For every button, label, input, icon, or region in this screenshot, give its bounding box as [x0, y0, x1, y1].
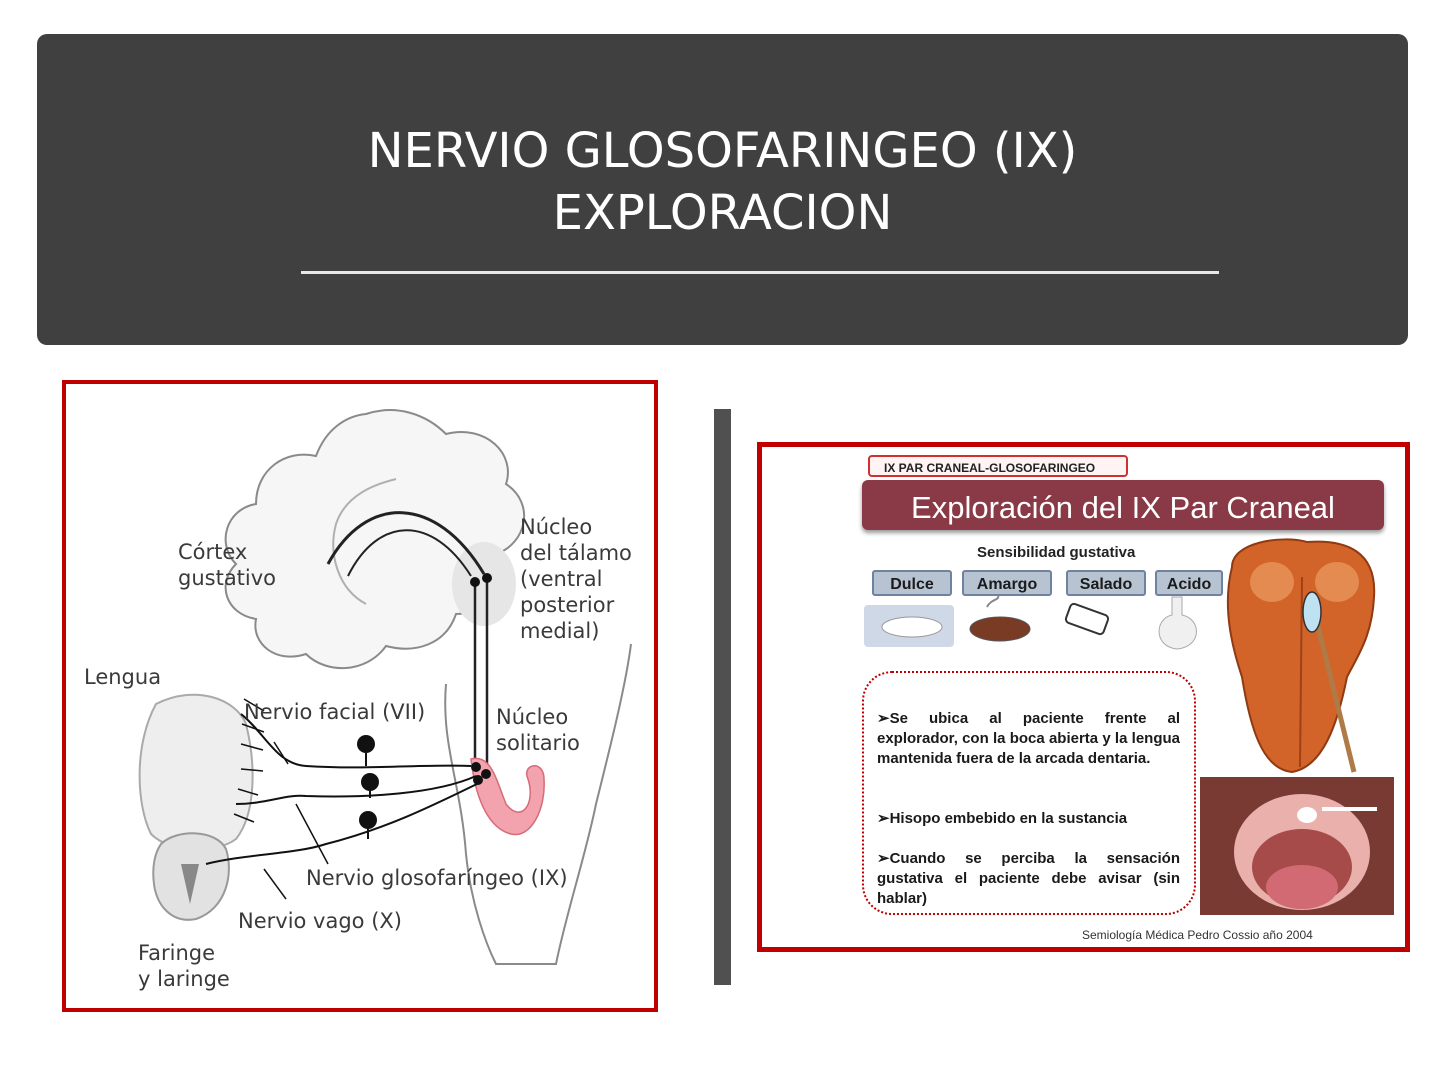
label-solitary-1: Núcleo: [496, 705, 568, 729]
salt-shaker-image: [1064, 602, 1110, 636]
brain-inner-fold: [332, 478, 397, 605]
label-thalamus-2: del tálamo: [520, 541, 632, 565]
title-underline: [301, 271, 1219, 274]
facial-nerve-path: [240, 713, 472, 769]
sensibilidad-heading: Sensibilidad gustativa: [977, 544, 1136, 561]
vertical-divider: [714, 409, 731, 985]
geniculate-ganglion: [357, 735, 375, 753]
page-title: NERVIO GLOSOFARINGEO (IX) EXPLORACION: [37, 120, 1408, 244]
coffee-cup-image: [969, 616, 1031, 642]
thalamocortical-arc-inner: [347, 529, 472, 577]
title-banner: NERVIO GLOSOFARINGEO (IX) EXPLORACION: [37, 34, 1408, 345]
label-cortex-1: Córtex: [178, 540, 247, 564]
label-solitary-2: solitario: [496, 731, 580, 755]
thalamus-region: [452, 542, 516, 626]
petrosal-ganglion: [361, 773, 379, 791]
swab-stick: [1314, 621, 1357, 773]
thalamus-node-2: [482, 573, 492, 583]
instruction-3: ➢Cuando se perciba la sensación gustativ…: [877, 850, 1180, 907]
label-thalamus-4: posterior: [520, 593, 615, 617]
label-thalamus-5: medial): [520, 619, 599, 643]
solitary-nucleus: [470, 757, 545, 836]
taste-label-amargo: Amargo: [962, 570, 1052, 596]
thalamocortical-arc: [326, 511, 486, 575]
label-thalamus-3: (ventral: [520, 567, 602, 591]
pathway-illustration: Córtex gustativo Núcleo del tálamo (vent…: [84, 409, 632, 991]
title-line-1: NERVIO GLOSOFARINGEO (IX): [367, 123, 1078, 179]
instruction-2: ➢Hisopo embebido en la sustancia: [877, 810, 1128, 827]
label-vagus: Nervio vago (X): [238, 909, 402, 933]
label-tongue: Lengua: [84, 665, 161, 689]
nodose-ganglion: [359, 811, 377, 829]
slide-illustrations: [864, 538, 1394, 915]
glossopharyngeal-nerve-path: [235, 775, 477, 805]
brainstem-shape: [444, 643, 632, 965]
thalamus-node-1: [470, 577, 480, 587]
label-pharynx-2: y laringe: [138, 967, 230, 991]
label-facial-nerve: Nervio facial (VII): [244, 700, 425, 724]
title-line-2: EXPLORACION: [552, 185, 893, 241]
taste-pathway-diagram: Córtex gustativo Núcleo del tálamo (vent…: [62, 380, 658, 1012]
vinegar-bottle-image: [1158, 596, 1197, 650]
brain-cortex-shape: [224, 409, 525, 670]
slide-tag: IX PAR CRANEAL-GLOSOFARINGEO: [868, 455, 1128, 477]
source-footer: Semiología Médica Pedro Cossio año 2004: [1082, 928, 1313, 942]
label-pharynx-1: Faringe: [138, 941, 215, 965]
instruction-1: ➢Se ubica al paciente frente al explorad…: [877, 710, 1180, 767]
slide-title: Exploración del IX Par Craneal: [911, 490, 1335, 525]
tongue-shape: [138, 693, 254, 851]
exploration-slide: IX PAR CRANEAL-GLOSOFARINGEO Exploración…: [757, 442, 1410, 952]
taste-label-salado: Salado: [1066, 570, 1146, 596]
label-glossopharyngeal: Nervio glosofaríngeo (IX): [306, 866, 568, 890]
slide-title-box: Exploración del IX Par Craneal: [862, 480, 1384, 530]
taste-label-acido: Acido: [1155, 570, 1223, 596]
taste-label-dulce: Dulce: [872, 570, 952, 596]
swab-tip: [1302, 591, 1322, 633]
label-cortex-2: gustativo: [178, 566, 276, 590]
vagus-nerve-path: [205, 781, 482, 865]
label-thalamus-1: Núcleo: [520, 515, 592, 539]
instructions-box: [862, 671, 1196, 915]
